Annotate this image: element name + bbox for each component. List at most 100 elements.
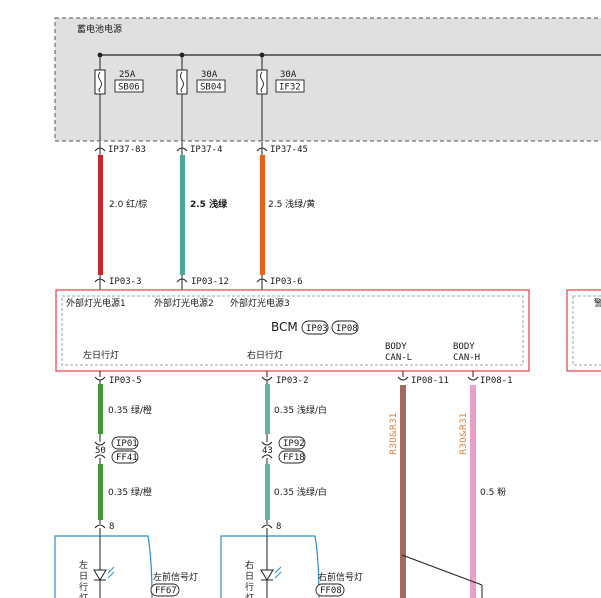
wire-color-segment (260, 155, 265, 275)
wire-color-segment (98, 155, 103, 275)
wire-light-green: 2.5 浅绿 (180, 142, 228, 282)
inline-pin: 43 (262, 446, 273, 456)
wire-label: 2.5 浅绿 (190, 198, 228, 210)
crossing-wire (401, 554, 483, 586)
lamp-side-char: 行 (245, 581, 254, 593)
right-lamp-block: 右 日 行 灯 右前信号灯 FF08 (220, 535, 363, 598)
bcm-out-pin-2: IP03-2 (261, 371, 309, 386)
wire-red-brown: 2.0 红/棕 (98, 142, 147, 282)
can-l-label: CAN-L (385, 353, 412, 363)
pin-label: IP37-4 (190, 145, 223, 155)
fuse-id: SB04 (200, 83, 222, 93)
upper-pin-1: IP37-83 (94, 145, 146, 155)
led-ray-icon (107, 566, 115, 574)
lamp-outline (54, 535, 153, 598)
pin-label: IP03-2 (276, 376, 309, 386)
wire-label: 0.5 粉 (480, 486, 506, 498)
lamp-connector-id: FF08 (320, 586, 342, 596)
led-ray-icon (274, 566, 282, 574)
wire-color-segment (265, 384, 270, 434)
bcm-in-pin-3: IP03-6 (256, 277, 303, 290)
lamp-side-char: 日 (245, 571, 254, 582)
wire-label: 0.35 绿/橙 (108, 486, 152, 498)
bcm-output-label-1: 左日行灯 (83, 349, 119, 361)
wire-label: 2.5 浅绿/黄 (268, 198, 315, 210)
fuse-sb06: 25A SB06 (94, 52, 144, 141)
pin-label: IP37-83 (108, 145, 146, 155)
led-icon (260, 569, 274, 581)
fuse-sb04: 30A SB04 (176, 52, 226, 141)
wire-color-segment (400, 385, 406, 598)
fuse-if32: 30A IF32 (256, 52, 305, 141)
inline-connector-id: IP92 (283, 439, 305, 449)
pin-label: IP08-11 (411, 376, 449, 386)
inline-pin: 50 (95, 446, 106, 456)
lamp-side-char: 左 (79, 559, 88, 571)
lamp-name: 左前信号灯 (153, 571, 198, 583)
fuse-id: IF32 (279, 83, 301, 93)
wire-color-segment (98, 464, 103, 520)
wire-route-tag: R30&R31 (389, 413, 399, 455)
pin-label: IP03-6 (270, 277, 303, 287)
bcm-connector-id: IP08 (336, 324, 358, 334)
led-icon (93, 569, 107, 581)
wire-right-drl: 0.35 浅绿/白 43 IP92 FF18 0.35 浅绿/白 8 (261, 380, 327, 536)
wire-can-h: R30&R31 0.5 粉 (459, 385, 506, 598)
wire-light-green-yellow: 2.5 浅绿/黄 (260, 142, 315, 282)
fuse-body (176, 69, 188, 95)
pin-label: IP03-3 (109, 277, 142, 287)
fuse-body (94, 69, 106, 95)
bcm-title: BCM (271, 320, 298, 334)
inline-connector-id: IP01 (116, 439, 138, 449)
fuse-rating: 30A (280, 70, 297, 80)
power-source-box (54, 17, 601, 142)
fuse-rating: 25A (119, 70, 136, 80)
lamp-pin: 8 (109, 522, 114, 532)
bcm-input-label-3: 外部灯光电源3 (230, 297, 290, 309)
next-module: 警 (566, 289, 601, 372)
pin-label: IP37-45 (270, 145, 308, 155)
inline-connector-id: FF41 (116, 453, 138, 463)
pin-label: IP08-1 (480, 376, 513, 386)
pin-label: IP03-5 (109, 376, 142, 386)
wire-color-segment (470, 385, 476, 598)
bcm-connector-id: IP03 (306, 324, 328, 334)
lamp-pin: 8 (276, 522, 281, 532)
wire-label: 0.35 浅绿/白 (274, 404, 327, 416)
bcm-in-pin-2: IP03-12 (176, 277, 229, 290)
next-module-label: 警 (594, 297, 601, 309)
wire-color-segment (180, 155, 185, 275)
wire-label: 0.35 浅绿/白 (274, 486, 327, 498)
bcm-out-pin-1: IP03-5 (94, 371, 142, 386)
lamp-outline (220, 535, 320, 598)
fuse-rating: 30A (201, 70, 218, 80)
lamp-side-char: 灯 (79, 593, 88, 598)
lamp-name: 右前信号灯 (318, 571, 363, 583)
bcm-module: 外部灯光电源1 外部灯光电源2 外部灯光电源3 BCM IP03 IP08 左日… (55, 289, 530, 372)
bcm-input-label-2: 外部灯光电源2 (154, 297, 214, 309)
bcm-outline (55, 289, 530, 372)
wire-label: 0.35 绿/橙 (108, 404, 152, 416)
wire-label: 2.0 红/棕 (109, 198, 147, 210)
fuse-id: SB06 (118, 83, 140, 93)
left-lamp-block: 左 日 行 灯 左前信号灯 FF67 (54, 535, 198, 598)
pin-label: IP03-12 (191, 277, 229, 287)
lamp-connector-id: FF67 (155, 586, 177, 596)
lamp-side-char: 灯 (245, 593, 254, 598)
bcm-output-label-2: 右日行灯 (247, 349, 283, 361)
bcm-out-pin-4: IP08-1 (467, 371, 513, 386)
can-l-label: BODY (385, 342, 407, 352)
lamp-side-char: 右 (245, 559, 254, 571)
lamp-side-char: 行 (79, 581, 88, 593)
upper-pin-3: IP37-45 (256, 145, 308, 155)
wire-color-segment (98, 384, 103, 434)
fuse-body (256, 69, 268, 95)
bcm-in-pin-1: IP03-3 (94, 277, 142, 290)
inline-connector-id: FF18 (283, 453, 305, 463)
wire-left-drl: 0.35 绿/橙 50 IP01 FF41 0.35 绿/橙 8 (94, 380, 152, 536)
wire-route-tag: R30&R31 (459, 413, 469, 455)
lamp-side-char: 日 (79, 571, 88, 582)
bcm-input-label-1: 外部灯光电源1 (66, 297, 126, 309)
wire-can-l: R30&R31 (389, 385, 406, 598)
